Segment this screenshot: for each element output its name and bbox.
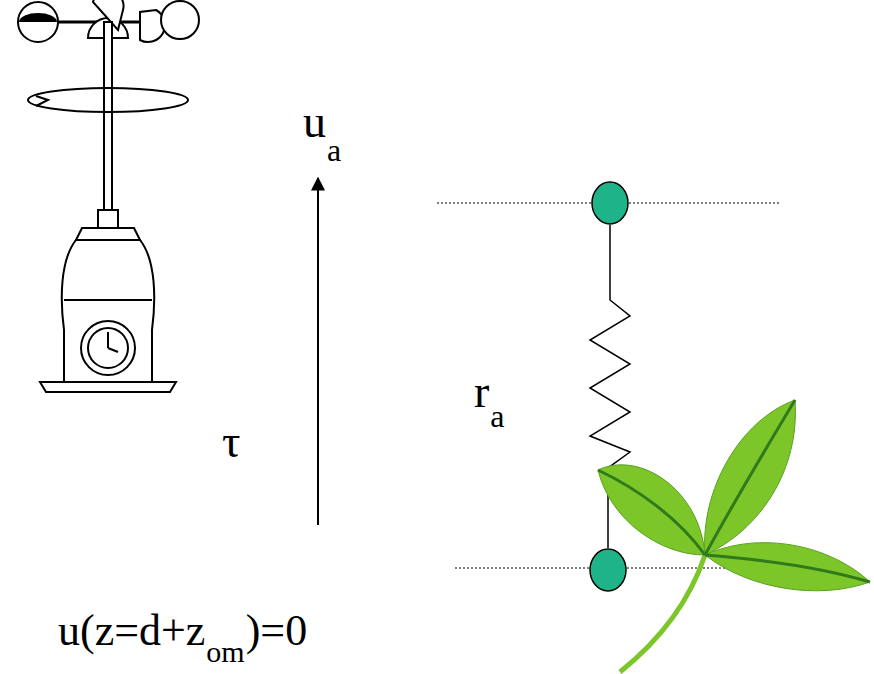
boundary-condition: u(z=d+z [58, 609, 205, 653]
subscript: om [206, 637, 244, 667]
level-dot [590, 549, 626, 591]
boundary-condition: )=0 [246, 609, 307, 653]
flux-symbol: τ [222, 419, 241, 465]
resistance-symbol: r [474, 369, 489, 415]
flux-arrow [317, 178, 319, 525]
velocity-symbol: u [303, 99, 326, 145]
leaf [598, 400, 870, 672]
level-dot [592, 182, 628, 224]
subscript: a [490, 400, 504, 432]
subscript: a [327, 134, 341, 166]
anemometer [18, 0, 199, 392]
